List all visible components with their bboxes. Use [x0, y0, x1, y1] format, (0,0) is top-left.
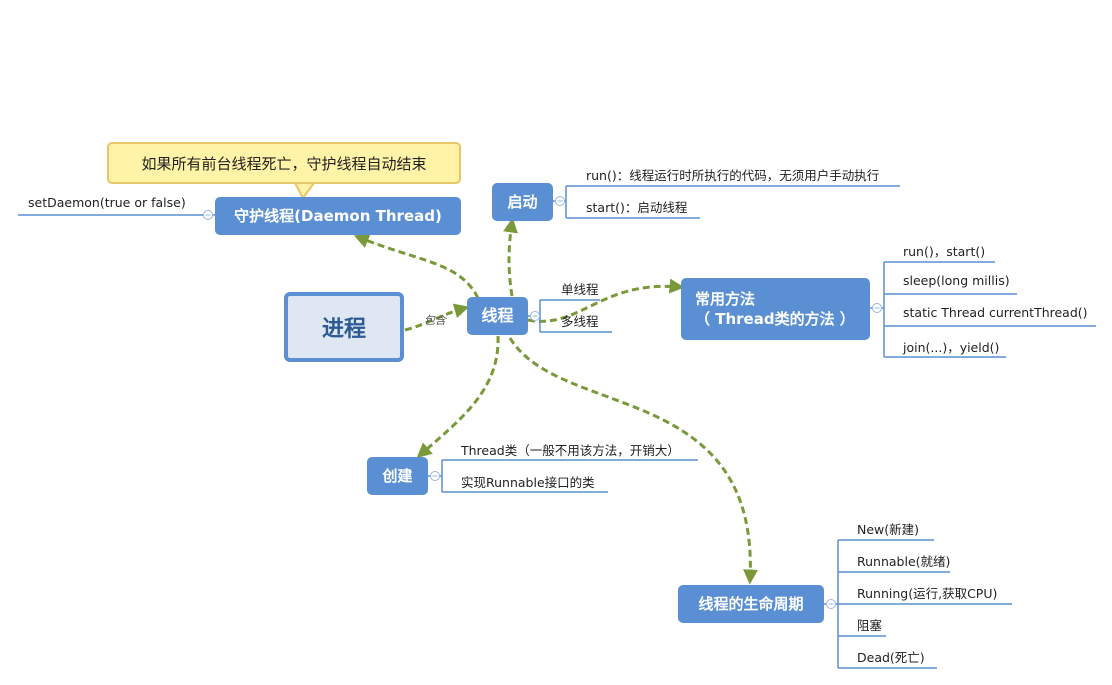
node-start[interactable]: 启动	[492, 183, 553, 221]
lifecycle-leaf-runnable[interactable]: Runnable(就绪)	[857, 554, 951, 569]
create-leaf-thread-class[interactable]: Thread类（一般不用该方法，开销大）	[461, 443, 680, 458]
edge-root-to-center	[404, 303, 470, 332]
node-thread-lifecycle[interactable]: 线程的生命周期	[678, 585, 824, 623]
methods-leaf-sleep[interactable]: sleep(long millis)	[903, 273, 1010, 288]
node-methods-label-line1: 常用方法	[695, 289, 756, 308]
node-lifecycle-label: 线程的生命周期	[698, 594, 804, 613]
edge-center-to-create	[416, 335, 500, 458]
center-child-single[interactable]: 单线程	[561, 282, 599, 297]
edge-center-to-lifecycle	[508, 337, 759, 585]
methods-leaf-currentthread[interactable]: static Thread currentThread()	[903, 305, 1088, 320]
node-daemon-thread[interactable]: 守护线程(Daemon Thread)	[215, 197, 461, 235]
daemon-note-text: 如果所有前台线程死亡，守护线程自动结束	[141, 154, 427, 173]
start-leaf-start[interactable]: start()：启动线程	[586, 200, 688, 215]
node-create-label: 创建	[382, 466, 413, 485]
center-node-label: 线程	[481, 306, 514, 326]
center-node-thread[interactable]: 线程	[467, 297, 528, 335]
node-start-label: 启动	[507, 192, 538, 211]
start-leaf-run[interactable]: run()：线程运行时所执行的代码，无须用户手动执行	[586, 168, 880, 183]
lifecycle-leaf-dead[interactable]: Dead(死亡)	[857, 650, 925, 665]
root-node-label: 进程	[321, 317, 366, 342]
node-methods-label-line2: （ Thread类的方法 ）	[695, 310, 855, 328]
center-child-multi[interactable]: 多线程	[561, 314, 599, 329]
node-create[interactable]: 创建	[367, 457, 428, 495]
lifecycle-leaf-blocked[interactable]: 阻塞	[857, 618, 883, 633]
edge-center-to-start	[503, 217, 518, 297]
edge-center-to-methods	[527, 278, 685, 323]
daemon-note-callout: 如果所有前台线程死亡，守护线程自动结束	[107, 142, 461, 184]
lifecycle-leaf-new[interactable]: New(新建)	[857, 522, 920, 537]
methods-leaf-join-yield[interactable]: join(...)，yield()	[903, 340, 1000, 355]
node-daemon-label: 守护线程(Daemon Thread)	[234, 206, 442, 225]
root-edge-label: 包含	[424, 314, 446, 327]
methods-leaf-run-start[interactable]: run()，start()	[903, 244, 986, 259]
node-common-methods[interactable]: 常用方法 （ Thread类的方法 ）	[681, 278, 870, 340]
edge-center-to-daemon	[353, 233, 480, 299]
root-node-process[interactable]: 进程	[284, 292, 404, 362]
daemon-leaf-setdaemon[interactable]: setDaemon(true or false)	[28, 195, 186, 210]
create-leaf-runnable[interactable]: 实现Runnable接口的类	[461, 475, 595, 490]
lifecycle-leaf-running[interactable]: Running(运行,获取CPU)	[857, 586, 998, 601]
